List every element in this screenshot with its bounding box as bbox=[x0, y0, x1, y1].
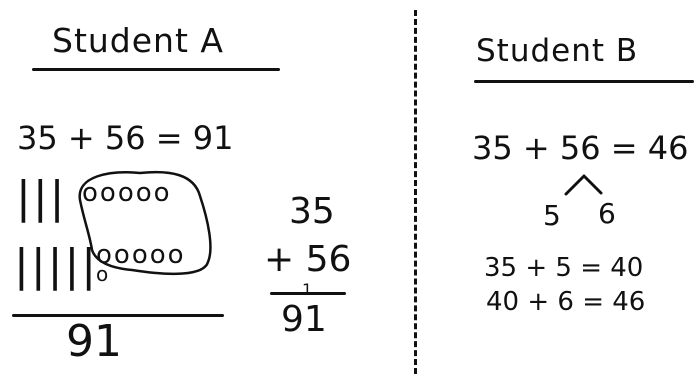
student-b-title-underline bbox=[474, 80, 694, 83]
student-a-title-underline bbox=[32, 68, 280, 71]
student-a-stacked-sum-line bbox=[270, 292, 346, 295]
student-b-split-right: 6 bbox=[598, 197, 616, 230]
student-a-ones-row-1: ooooo bbox=[82, 178, 172, 208]
student-a-stacked-answer: 91 bbox=[281, 299, 327, 340]
student-a-tens-tally-row-2: ||||| bbox=[14, 240, 99, 291]
student-a-equation: 35 + 56 = 91 bbox=[17, 119, 234, 157]
student-a-stacked-bottom: + 56 bbox=[264, 239, 352, 280]
student-a-stacked-top: 35 bbox=[289, 191, 335, 232]
student-a-ones-row-2: ooooo bbox=[96, 240, 186, 270]
student-b-step-2: 40 + 6 = 46 bbox=[486, 287, 646, 317]
student-b-split-left: 5 bbox=[543, 199, 561, 232]
student-a-carry-mark: 1 bbox=[302, 280, 313, 299]
vertical-dashed-divider bbox=[414, 10, 417, 374]
student-b-equation: 35 + 56 = 46 bbox=[472, 129, 689, 167]
student-a-model-sum-line bbox=[12, 314, 224, 317]
student-a-title: Student A bbox=[52, 21, 224, 60]
student-b-step-1: 35 + 5 = 40 bbox=[484, 253, 644, 283]
student-b-title: Student B bbox=[476, 33, 639, 69]
student-a-model-answer: 91 bbox=[66, 316, 122, 367]
ones-grouping-loop bbox=[78, 170, 212, 276]
split-branch-arrow bbox=[564, 174, 603, 196]
student-a-extra-one: o bbox=[96, 262, 109, 286]
student-a-tens-tally-row-1: ||| bbox=[16, 172, 67, 223]
